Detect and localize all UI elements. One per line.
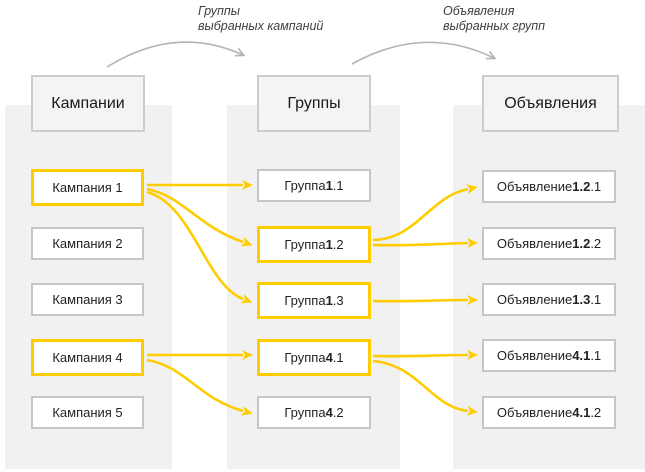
group-box-1-1: Группа 1.1 <box>257 169 371 202</box>
ad-label: Объявление <box>496 292 573 307</box>
group-box-1-2: Группа 1.2 <box>257 226 371 263</box>
group-label: .2 <box>332 237 344 252</box>
campaign-label: Кампания 4 <box>52 350 123 365</box>
annotation-groups-of-selected-campaigns: Группы выбранных кампаний <box>198 4 323 34</box>
group-label-bold: 1 <box>325 237 333 252</box>
campaign-group-connectors <box>146 180 253 416</box>
group-label-bold: 1 <box>325 293 333 308</box>
group-label: Группа <box>284 237 326 252</box>
annotation-line: выбранных кампаний <box>198 19 324 33</box>
annotation-line: Объявления <box>443 4 515 18</box>
campaign-box-4: Кампания 4 <box>31 339 144 376</box>
group-label-bold: 4 <box>325 405 333 420</box>
ad-label-bold: 1.2 <box>572 236 591 251</box>
campaign-box-5: Кампания 5 <box>31 396 144 429</box>
campaign-label: Кампания 2 <box>52 236 123 251</box>
ad-label: .1 <box>590 348 602 363</box>
campaign-label: Кампания 1 <box>52 180 123 195</box>
ad-label: .1 <box>590 292 602 307</box>
group-box-4-2: Группа 4.2 <box>257 396 371 429</box>
ad-label: .2 <box>590 405 602 420</box>
ad-box-4-1-2: Объявление 4.1.2 <box>482 396 616 429</box>
group-ad-connectors <box>372 184 478 416</box>
ad-box-1-2-1: Объявление 1.2.1 <box>482 170 616 203</box>
campaign-box-1: Кампания 1 <box>31 169 144 206</box>
group-label: .2 <box>332 405 344 420</box>
group-label: Группа <box>284 405 326 420</box>
groups-to-ads-arc <box>351 41 497 65</box>
group-box-1-3: Группа 1.3 <box>257 282 371 319</box>
group-label: .1 <box>332 350 344 365</box>
annotation-ads-of-selected-groups: Объявления выбранных групп <box>443 4 545 34</box>
ads-column-header: Объявления <box>482 75 619 132</box>
ad-label-bold: 4.1 <box>572 405 591 420</box>
ad-label: .2 <box>590 236 602 251</box>
group-label: .3 <box>332 293 344 308</box>
ad-label-bold: 1.2 <box>572 179 591 194</box>
ad-label: Объявление <box>496 179 573 194</box>
campaigns-to-groups-arc <box>106 41 246 68</box>
campaign-label: Кампания 3 <box>52 292 123 307</box>
ad-label: Объявление <box>496 405 573 420</box>
ad-box-4-1-1: Объявление 4.1.1 <box>482 339 616 372</box>
ad-label: .1 <box>590 179 602 194</box>
annotation-line: выбранных групп <box>443 19 546 33</box>
ad-box-1-2-2: Объявление 1.2.2 <box>482 227 616 260</box>
campaign-box-3: Кампания 3 <box>31 283 144 316</box>
group-label: .1 <box>332 178 344 193</box>
group-label: Группа <box>284 178 326 193</box>
group-label-bold: 1 <box>325 178 333 193</box>
group-label: Группа <box>284 350 326 365</box>
ad-label-bold: 1.3 <box>572 292 591 307</box>
campaign-box-2: Кампания 2 <box>31 227 144 260</box>
ad-box-1-3-1: Объявление 1.3.1 <box>482 283 616 316</box>
campaign-label: Кампания 5 <box>52 405 123 420</box>
ad-label-bold: 4.1 <box>572 348 591 363</box>
annotation-line: Группы <box>198 4 240 18</box>
group-label: Группа <box>284 293 326 308</box>
group-label-bold: 4 <box>325 350 333 365</box>
ad-label: Объявление <box>496 236 573 251</box>
campaigns-column-header: Кампании <box>31 75 145 132</box>
ad-label: Объявление <box>496 348 573 363</box>
group-box-4-1: Группа 4.1 <box>257 339 371 376</box>
groups-column-header: Группы <box>257 75 371 132</box>
